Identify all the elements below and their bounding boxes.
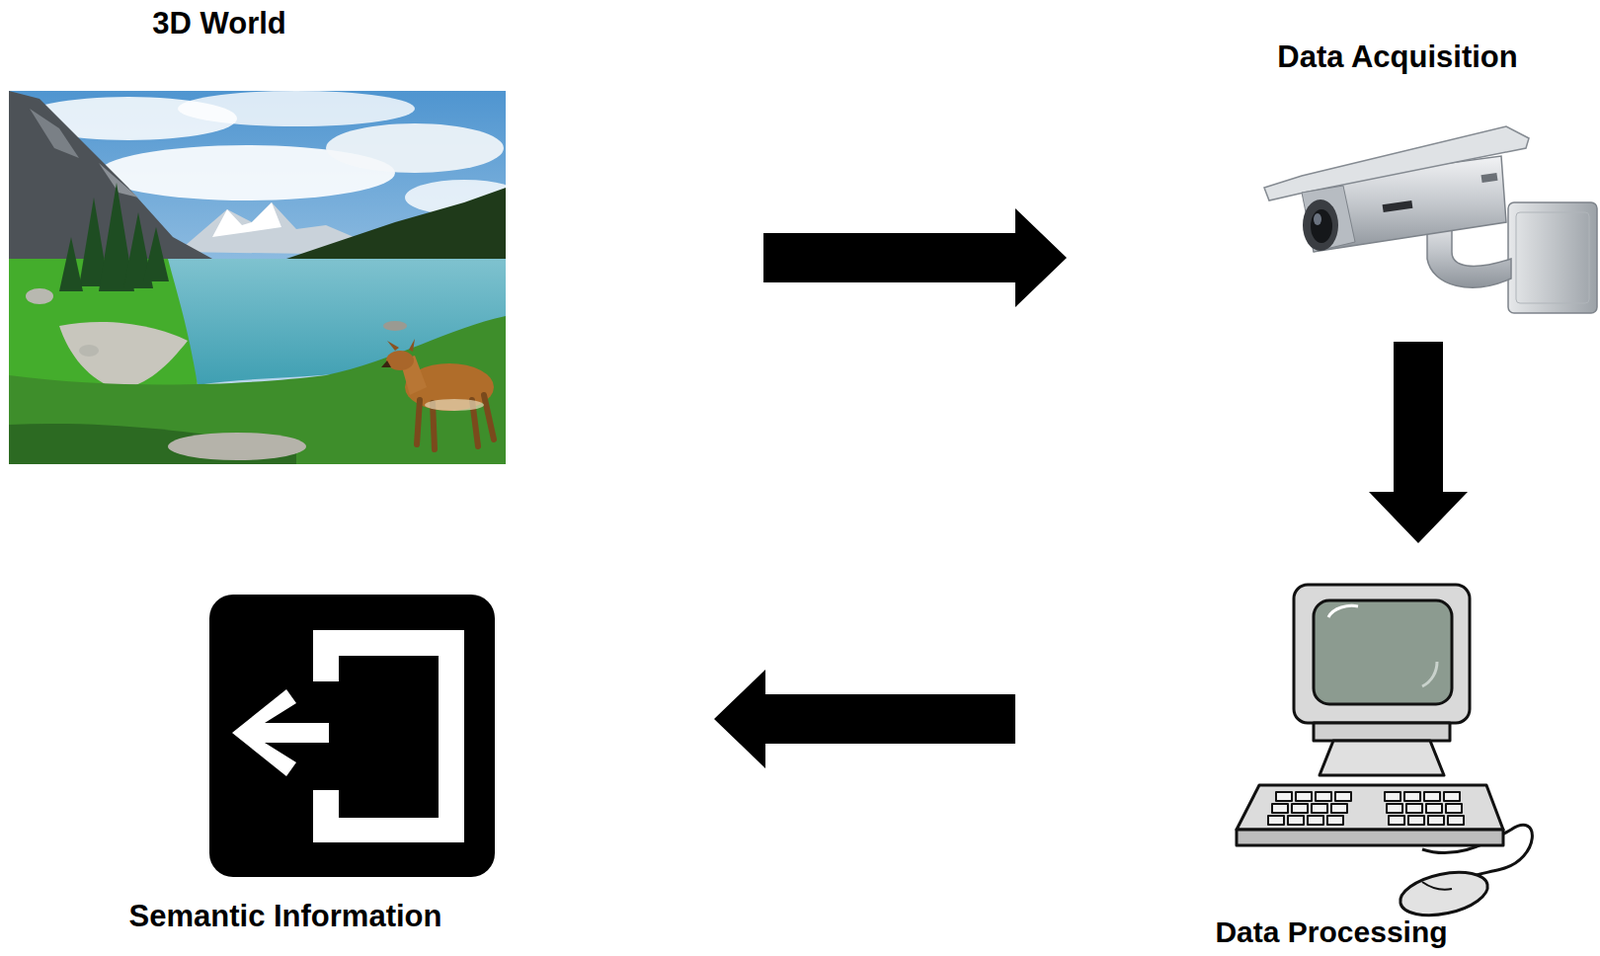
camera-illustration: [1264, 126, 1598, 314]
illustrated-node: Semantic Information: [108, 590, 499, 939]
node-heading: Data Acquisition: [1277, 39, 1518, 76]
illustrated-node: Data Acquisition: [1259, 35, 1597, 320]
deer: [381, 338, 494, 450]
block-arrow: [763, 208, 1067, 308]
illustrated-node: Data Processing: [1190, 577, 1556, 955]
exit-icon: [209, 594, 495, 878]
landscape-photo: [8, 90, 506, 465]
computer-illustration: [1236, 584, 1532, 923]
illustrated-node: 3D World: [4, 1, 510, 469]
node-heading: Data Processing: [1214, 915, 1447, 951]
block-arrow: [1368, 341, 1468, 544]
node-heading: Semantic Information: [129, 898, 443, 935]
node-heading: 3D World: [152, 5, 287, 42]
block-arrow: [714, 669, 1016, 769]
